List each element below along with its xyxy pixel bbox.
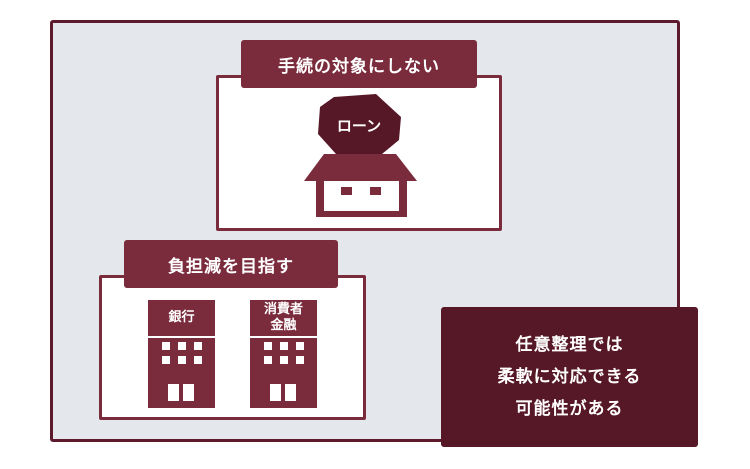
window (178, 356, 186, 364)
window (280, 356, 288, 364)
loan-label: ローン (337, 117, 381, 135)
window (296, 342, 304, 350)
callout-box: 任意整理では 柔軟に対応できる 可能性がある (441, 307, 698, 447)
door (270, 384, 281, 401)
consumer-finance-line2: 金融 (270, 318, 297, 333)
window (162, 356, 170, 364)
consumer-finance-line1: 消費者 (263, 302, 303, 317)
window (264, 356, 272, 364)
consumer-finance-name: 消費者 金融 (250, 300, 317, 338)
bank-name-line1: 銀行 (168, 310, 195, 325)
window (194, 356, 202, 364)
window (194, 342, 202, 350)
house-icon: ローン (304, 94, 417, 217)
window (178, 342, 186, 350)
reduce-label: 負担減を目指す (124, 240, 338, 288)
door (183, 384, 194, 401)
excluded-label: 手続の対象にしない (241, 40, 477, 88)
window (162, 342, 170, 350)
bank-building-icon: 銀行 (148, 300, 215, 408)
callout-line1: 任意整理では (515, 335, 624, 355)
bank-name: 銀行 (148, 300, 215, 338)
loan-rock-icon (318, 94, 401, 154)
callout-line2: 柔軟に対応できる (497, 367, 642, 387)
callout-line3: 可能性がある (515, 399, 624, 419)
consumer-finance-building-icon: 消費者 金融 (250, 300, 317, 408)
door (285, 384, 296, 401)
window (264, 342, 272, 350)
window (280, 342, 288, 350)
reduce-box (99, 275, 366, 420)
door (168, 384, 179, 401)
window (296, 356, 304, 364)
